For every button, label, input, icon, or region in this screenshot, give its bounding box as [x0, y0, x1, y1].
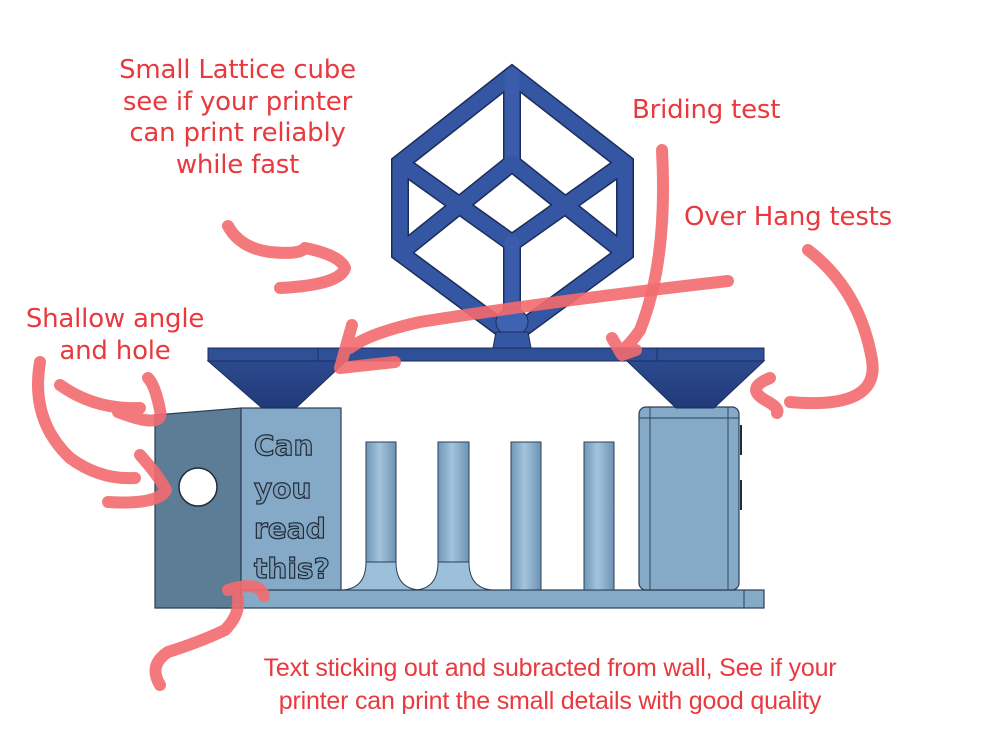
- label-shallow-angle-hole: Shallow angle and hole: [25, 304, 205, 366]
- arrow-stroke-shallow-2: [32, 356, 172, 509]
- label-text-detail-test: Text sticking out and subracted from wal…: [263, 654, 837, 715]
- arrow-stroke-shallow-1: [54, 372, 167, 427]
- hole: [178, 467, 218, 507]
- arrow-stroke-text: [149, 580, 270, 691]
- shallow-angle-block: [154, 407, 242, 609]
- arrow-stroke-bridge: [606, 144, 670, 361]
- engraved-text-line: you: [254, 472, 311, 505]
- bridge-plate: [207, 347, 765, 362]
- label-bridging-test: Briding test: [632, 95, 781, 125]
- right-tower: [638, 406, 742, 591]
- label-lattice-cube: Small Lattice cube see if your printer c…: [119, 55, 356, 181]
- pillar-straight-2: [583, 441, 615, 591]
- text-wall: Can you read this?: [240, 407, 342, 591]
- base-plate: [215, 589, 765, 609]
- engraved-text-line: this?: [254, 552, 330, 585]
- arrow-stroke-cube: [222, 220, 351, 294]
- pillar-straight-1: [510, 441, 542, 591]
- label-overhang-tests: Over Hang tests: [684, 202, 893, 232]
- engraved-text-line: Can: [254, 429, 313, 462]
- pillar-flared-2: [415, 441, 493, 591]
- arrow-stroke-overhang-left: [334, 275, 734, 374]
- arrow-stroke-overhang-right: [750, 244, 879, 419]
- pillar-flared-1: [342, 441, 420, 591]
- overhang-cone-left: [206, 360, 348, 409]
- overhang-cone-right: [625, 360, 766, 409]
- lattice-cube: [391, 63, 634, 349]
- engraved-text-line: read: [254, 512, 326, 545]
